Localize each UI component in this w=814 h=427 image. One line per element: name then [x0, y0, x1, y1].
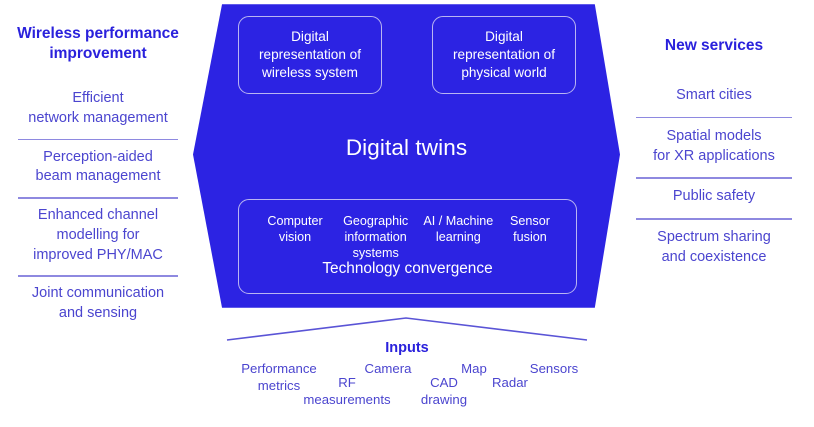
input-tag: CAD drawing [420, 375, 468, 408]
technology-item: Geographic information systems [343, 214, 409, 261]
technology-item: Sensor fusion [510, 214, 550, 245]
left-column-list: Efficient network management Perception-… [8, 80, 188, 333]
list-item: Spectrum sharing and coexistence [626, 218, 802, 278]
digital-representation-wireless-box: Digital representation of wireless syste… [238, 16, 382, 94]
digital-representation-physical-label: Digital representation of physical world [452, 29, 556, 80]
chevron-up-icon [226, 317, 588, 341]
left-column: Wireless performance improvement Efficie… [8, 0, 188, 334]
technology-convergence-caption: Technology convergence [322, 260, 493, 277]
technology-item: Computer vision [267, 214, 323, 245]
digital-representation-wireless-label: Digital representation of wireless syste… [258, 29, 362, 80]
list-item: Public safety [626, 177, 802, 218]
list-item: Perception-aided beam management [8, 138, 188, 197]
right-column-list: Smart cities Spatial models for XR appli… [626, 76, 802, 278]
technology-item: AI / Machine learning [423, 214, 494, 245]
input-tag: Radar [492, 375, 528, 390]
left-column-title: Wireless performance improvement [17, 25, 179, 63]
technology-convergence-box: Computer vision Geographic information s… [238, 199, 577, 294]
digital-twins-title: Digital twins [345, 135, 468, 160]
technology-list: Computer vision Geographic information s… [239, 200, 576, 261]
inputs-title: Inputs [385, 340, 429, 356]
right-column-title: New services [664, 37, 764, 54]
list-item: Joint communication and sensing [8, 275, 188, 333]
list-item: Spatial models for XR applications [626, 116, 802, 177]
right-column: New services Smart cities Spatial models… [626, 0, 802, 278]
list-item: Smart cities [676, 87, 752, 104]
list-item: Efficient network management [28, 90, 168, 126]
central-hexagon-shape [193, 4, 620, 308]
input-tag: Camera [364, 361, 412, 376]
list-item: Enhanced channel modelling for improved … [8, 197, 188, 275]
digital-representation-physical-box: Digital representation of physical world [432, 16, 576, 94]
input-tag: Performance metrics [241, 361, 317, 394]
input-tag: Sensors [529, 361, 579, 376]
central-hexagon-content: Digital representation of wireless syste… [193, 3, 620, 309]
input-tag: RF measurements [303, 375, 391, 408]
input-tag: Map [461, 361, 487, 376]
